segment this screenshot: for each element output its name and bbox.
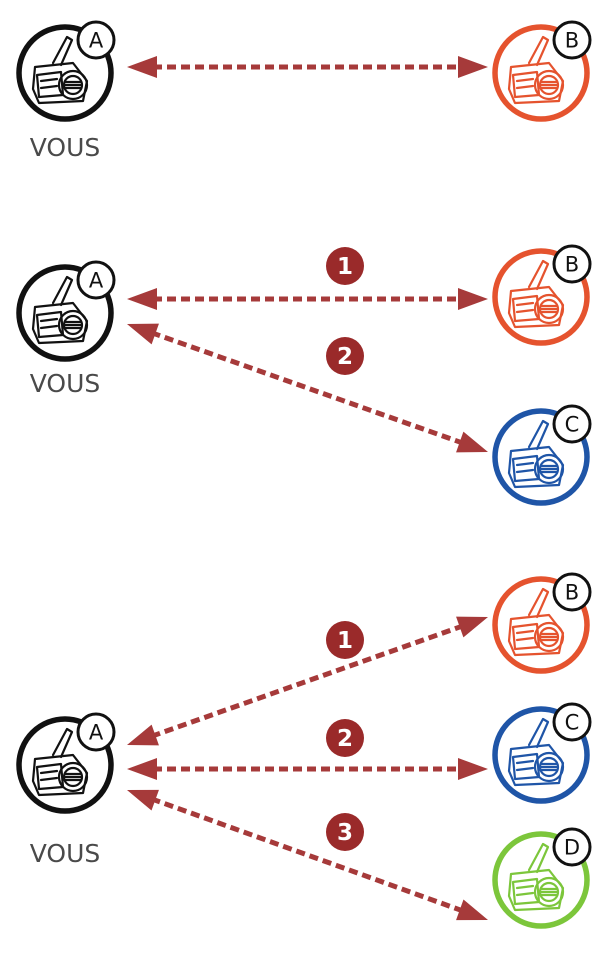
you-label: VOUS: [30, 133, 101, 162]
rider-letter-a: A: [89, 721, 104, 745]
rider-letter-b: B: [565, 581, 579, 605]
rider-letter-a: A: [89, 269, 104, 293]
link-arrow-to-b: [127, 288, 488, 310]
rider-letter-d: D: [564, 836, 580, 860]
link-arrow-to-b: [127, 56, 488, 78]
step-number: 2: [337, 344, 353, 370]
rider-you-device: A: [16, 20, 116, 122]
rider-letter-c: C: [565, 413, 580, 437]
rider-you-device: A: [16, 260, 116, 362]
link-arrow-to-d: [127, 789, 488, 921]
link-arrow-to-c: [127, 758, 488, 780]
rider-b-device: B: [492, 572, 592, 674]
rider-you-device: A: [16, 712, 116, 814]
you-label: VOUS: [30, 839, 101, 868]
you-label: VOUS: [30, 369, 101, 398]
scenario-pairing-two-riders: A VOUS B: [16, 20, 592, 162]
step-badge-1: 1: [326, 247, 364, 285]
step-number: 1: [337, 628, 353, 654]
rider-b-device: B: [492, 244, 592, 346]
scenario-pairing-four-riders: 1 2 3 A VOUS B C D: [16, 572, 592, 929]
step-number: 1: [337, 254, 353, 280]
rider-letter-a: A: [89, 29, 104, 53]
rider-c-device: C: [492, 404, 592, 506]
rider-letter-b: B: [565, 29, 579, 53]
step-badge-2: 2: [326, 719, 364, 757]
rider-b-device: B: [492, 20, 592, 122]
step-badge-1: 1: [326, 621, 364, 659]
link-arrow-to-b: [127, 616, 488, 746]
step-badge-3: 3: [326, 813, 364, 851]
rider-letter-b: B: [565, 253, 579, 277]
step-number: 3: [337, 820, 353, 846]
step-number: 2: [337, 726, 353, 752]
scenario-pairing-three-riders: 1 2 A VOUS B C: [16, 244, 592, 506]
link-arrow-to-c: [127, 323, 488, 453]
step-badge-2: 2: [326, 337, 364, 375]
rider-d-device: D: [492, 827, 592, 929]
rider-c-device: C: [492, 702, 592, 804]
rider-letter-c: C: [565, 711, 580, 735]
